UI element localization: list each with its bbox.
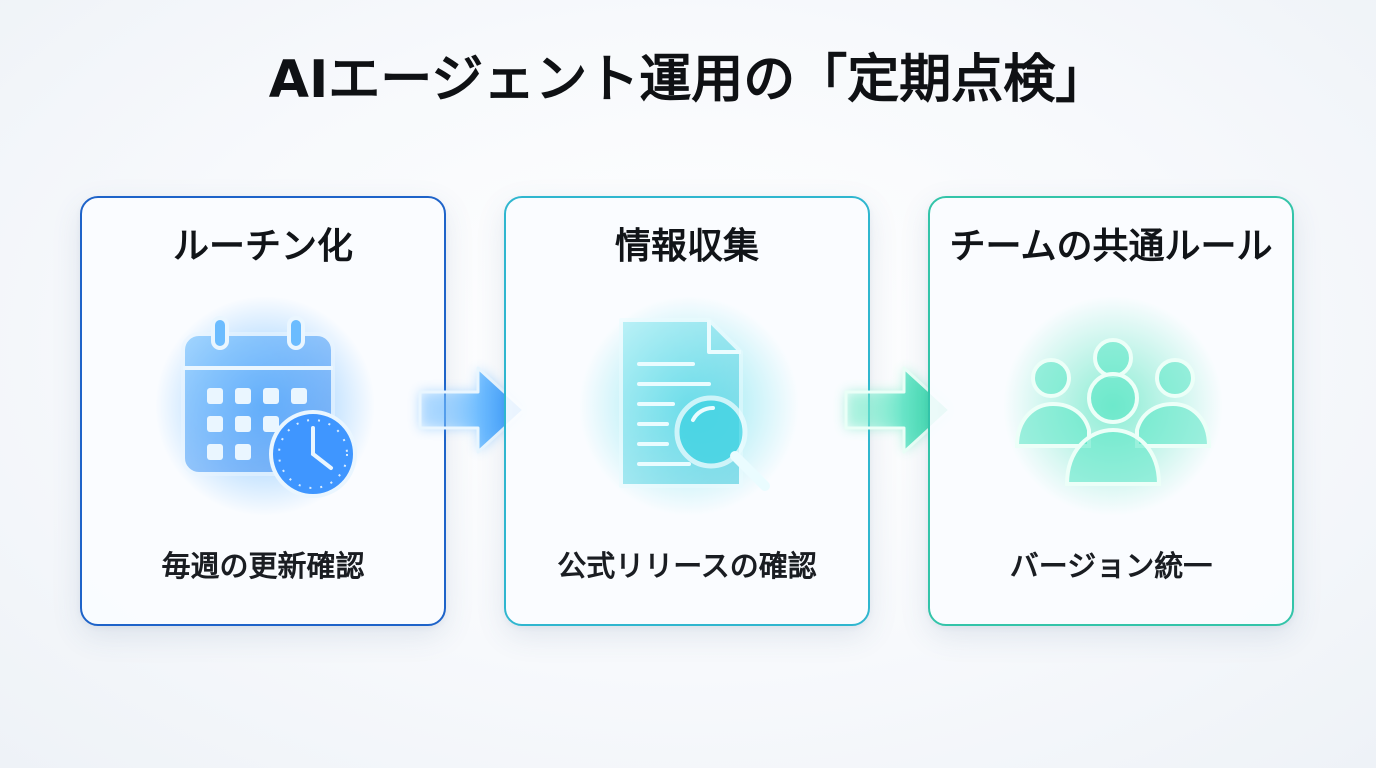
team-icon bbox=[1003, 296, 1223, 516]
step-subtitle: 公式リリースの確認 bbox=[557, 549, 817, 583]
step-card-routine: ルーチン化 bbox=[80, 196, 446, 626]
step-subtitle: 毎週の更新確認 bbox=[161, 549, 365, 583]
page-title: AIエージェント運用の「定期点検」 bbox=[268, 50, 1108, 110]
document-search-icon bbox=[579, 296, 799, 516]
step-card-information: 情報収集 bbox=[504, 196, 870, 626]
step-title: ルーチン化 bbox=[172, 226, 353, 267]
step-title: チームの共通ルール bbox=[949, 226, 1273, 267]
step-title: 情報収集 bbox=[614, 226, 759, 267]
arrow-right-icon bbox=[844, 360, 956, 460]
step-card-team-rules: チームの共通ルール bbox=[928, 196, 1294, 626]
arrow-right-icon bbox=[418, 360, 530, 460]
step-subtitle: バージョン統一 bbox=[1009, 549, 1213, 583]
calendar-clock-icon bbox=[155, 296, 375, 516]
